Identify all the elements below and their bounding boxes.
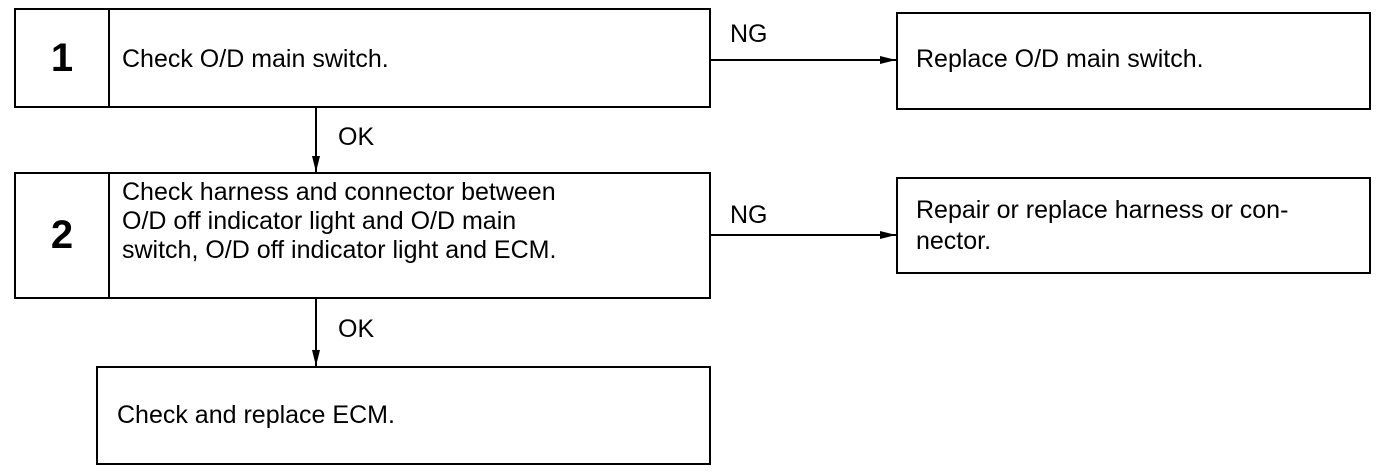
ok-label-1: OK [338,123,375,151]
ng-label-1: NG [730,20,768,48]
step-1-number: 1 [16,10,110,106]
step-2-box: 2 Check harness and connector between O/… [14,172,711,299]
action-replace-ecm-box: Check and replace ECM. [96,366,711,465]
action-replace-switch-text: Replace O/D main switch. [916,45,1204,73]
action-replace-ecm-text: Check and replace ECM. [117,401,395,429]
step-2-text: Check harness and connector between O/D … [122,178,557,264]
action-repair-harness-box: Repair or replace harness or con- nector… [896,177,1371,274]
ok-label-2: OK [338,315,375,343]
action-replace-switch-box: Replace O/D main switch. [896,12,1371,110]
action-repair-harness-text: Repair or replace harness or con- nector… [916,196,1289,255]
step-1-text: Check O/D main switch. [122,45,389,73]
step-2-number: 2 [16,174,110,297]
step-1-box: 1 Check O/D main switch. [14,8,711,108]
ng-label-2: NG [730,201,768,229]
